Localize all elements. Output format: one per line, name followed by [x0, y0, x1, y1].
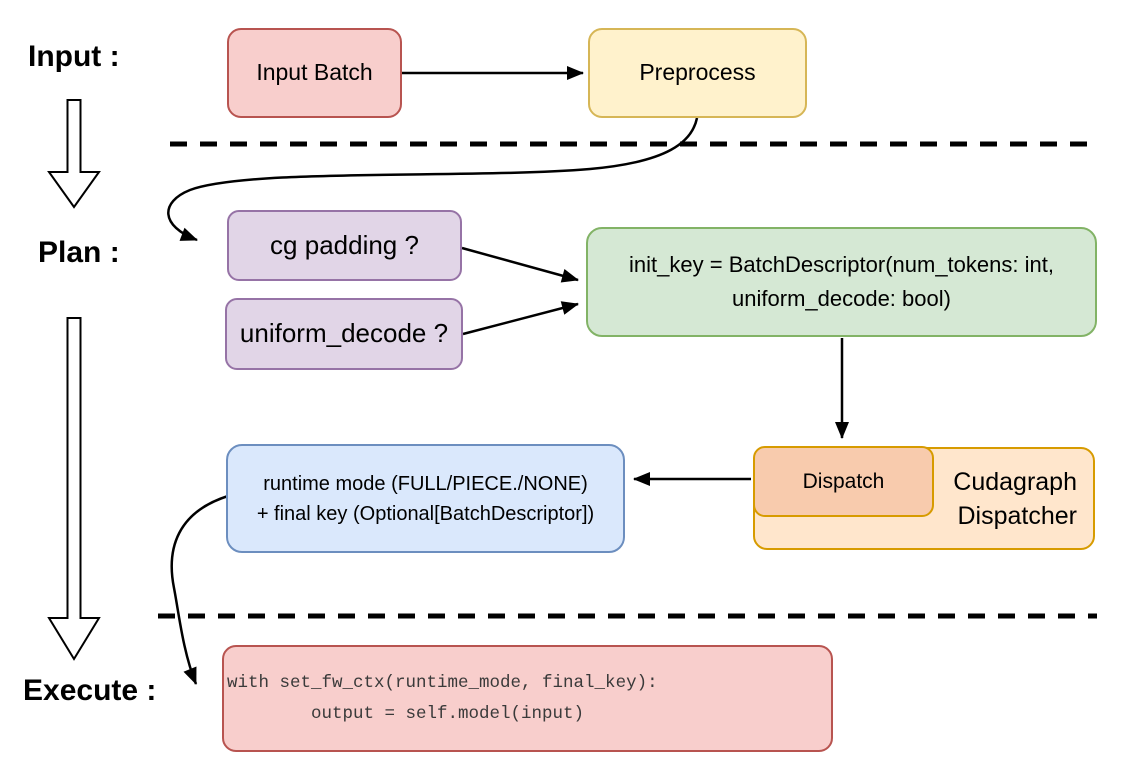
- input-to-plan-down-arrow-icon: [47, 99, 101, 209]
- node-input-batch: Input Batch: [227, 28, 402, 118]
- node-init-key-line1: init_key = BatchDescriptor(num_tokens: i…: [629, 252, 1054, 277]
- node-execute-code: with set_fw_ctx(runtime_mode, final_key)…: [222, 645, 833, 752]
- section-label-execute: Execute :: [23, 674, 157, 707]
- arrow-uniform-decode-to-init-key: [462, 301, 579, 336]
- node-cudagraph-dispatcher-line2: Dispatcher: [957, 501, 1078, 530]
- node-runtime-mode-line1: runtime mode (FULL/PIECE./NONE): [263, 472, 588, 495]
- execute-code-line1: with set_fw_ctx(runtime_mode, final_key)…: [227, 672, 658, 693]
- node-input-batch-label: Input Batch: [256, 59, 373, 86]
- plan-to-execute-down-arrow-icon: [47, 317, 101, 661]
- section-label-plan: Plan :: [38, 236, 120, 269]
- node-dispatch: Dispatch: [753, 446, 934, 517]
- arrow-cg-padding-to-init-key: [461, 246, 579, 283]
- node-cg-padding: cg padding ?: [227, 210, 462, 281]
- section-label-input: Input :: [28, 40, 120, 73]
- node-preprocess: Preprocess: [588, 28, 807, 118]
- node-uniform-decode-label: uniform_decode ?: [239, 318, 449, 349]
- node-uniform-decode: uniform_decode ?: [225, 298, 463, 370]
- node-runtime-mode: runtime mode (FULL/PIECE./NONE) + final …: [226, 444, 625, 553]
- node-cudagraph-dispatcher-line1: Cudagraph: [953, 467, 1077, 496]
- node-preprocess-label: Preprocess: [639, 59, 756, 86]
- node-dispatch-label: Dispatch: [802, 469, 885, 493]
- execute-code-line2: output = self.model(input): [227, 703, 585, 724]
- node-init-key: init_key = BatchDescriptor(num_tokens: i…: [586, 227, 1097, 337]
- node-cg-padding-label: cg padding ?: [270, 229, 419, 260]
- arrow-runtime-mode-to-execute-code: [170, 494, 229, 685]
- arrow-preprocess-to-cg-padding: [167, 117, 699, 242]
- node-runtime-mode-line2: + final key (Optional[BatchDescriptor]): [256, 502, 595, 525]
- node-init-key-line2: uniform_decode: bool): [732, 286, 951, 311]
